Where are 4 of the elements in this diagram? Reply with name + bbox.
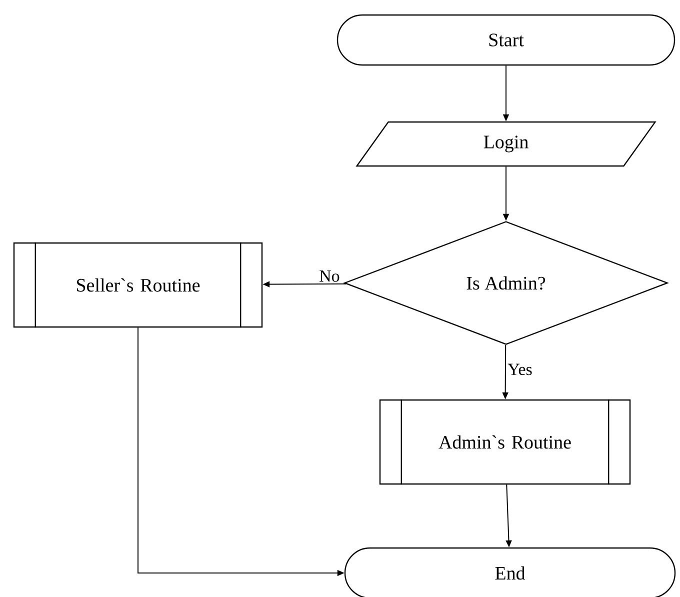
edge-label: Yes [506, 362, 534, 376]
process-box: Seller`s Routine [13, 242, 263, 328]
edge-label: No [318, 269, 341, 283]
process-box: Admin`s Routine [379, 399, 631, 485]
